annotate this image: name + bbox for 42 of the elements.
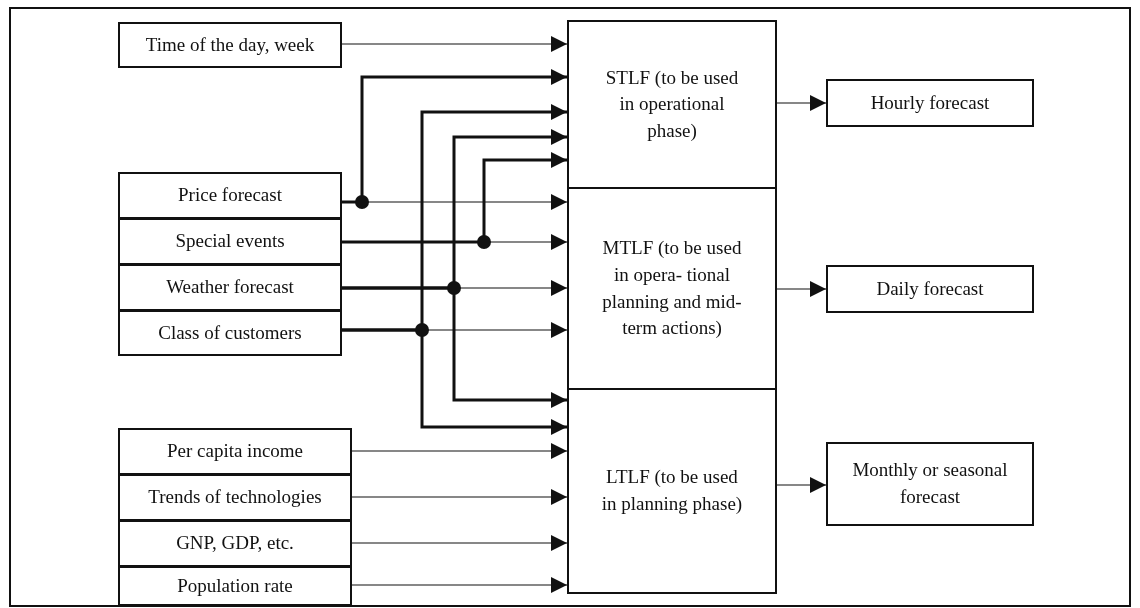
output-box <box>826 265 1034 313</box>
box-label: Monthly or seasonal forecast <box>851 458 1009 509</box>
arrow <box>351 577 568 593</box>
box-label: MTLF (to be used in opera- tional planning and mid-term actions) <box>601 236 743 341</box>
input-box <box>118 474 352 521</box>
input-box <box>118 264 342 311</box>
input-box <box>118 172 342 219</box>
box-label: GNP, GDP, etc. <box>176 531 294 556</box>
box-label: Time of the day, week <box>145 32 315 57</box>
input-box <box>118 520 352 567</box>
arrow <box>342 69 567 204</box>
output-box <box>826 79 1034 127</box>
input-box <box>118 218 342 265</box>
forecast-type-box <box>567 187 777 390</box>
output-box <box>826 442 1034 526</box>
box-label: Population rate <box>177 573 293 598</box>
arrow <box>776 477 827 493</box>
arrow <box>351 443 568 459</box>
box-label: Daily forecast <box>876 276 984 301</box>
forecast-type-box <box>567 20 777 189</box>
arrow <box>776 281 827 297</box>
arrow <box>351 489 568 505</box>
box-label: Trends of technologies <box>148 485 322 510</box>
box-label: STLF (to be used in operational phase) <box>604 65 740 143</box>
arrow <box>341 36 568 52</box>
arrow <box>351 535 568 551</box>
box-label: Hourly forecast <box>870 90 990 115</box>
box-label: Weather forecast <box>166 275 294 300</box>
arrow <box>342 328 567 435</box>
box-label: Per capita income <box>166 439 304 464</box>
box-label: Special events <box>175 229 285 254</box>
box-label: LTLF (to be used in planning phase) <box>600 465 744 516</box>
input-box <box>118 310 342 356</box>
arrow <box>776 95 827 111</box>
box-label: Price forecast <box>178 183 282 208</box>
input-box <box>118 22 342 68</box>
input-box <box>118 566 352 606</box>
forecast-type-box <box>567 388 777 594</box>
arrow <box>342 286 567 408</box>
arrow <box>342 152 567 244</box>
box-label: Class of customers <box>158 320 302 345</box>
input-box <box>118 428 352 475</box>
